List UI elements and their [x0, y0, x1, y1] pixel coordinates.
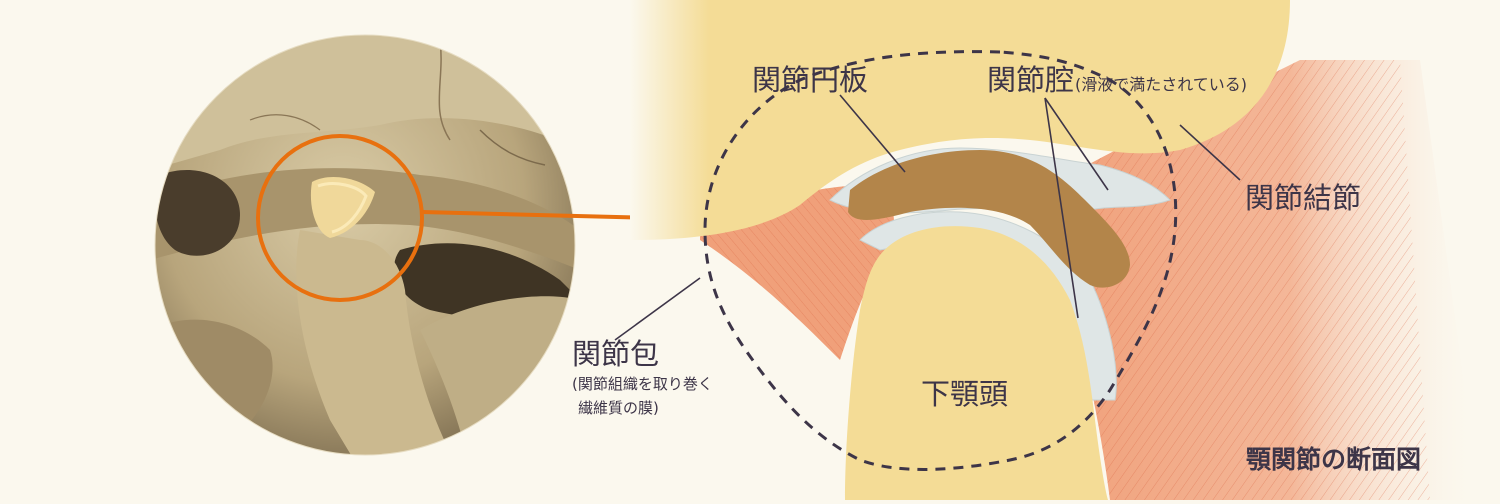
temporal-bone — [630, 0, 1290, 240]
focus-ring — [256, 134, 424, 302]
label-joint-capsule-note-2: 繊維質の膜) — [578, 399, 659, 417]
label-mandibular-condyle: 下顎頭 — [921, 377, 1009, 411]
pointer-arrow-line — [421, 210, 656, 220]
label-joint-capsule-note-1: (関節組織を取り巻く — [572, 375, 713, 393]
label-joint-cavity-note: (滑液で満たされている) — [1075, 75, 1248, 94]
label-articular-disc: 関節円板 — [752, 63, 869, 97]
leader-eminence — [1179, 124, 1241, 181]
joint-capsule — [703, 50, 1178, 471]
articular-disc — [848, 150, 1130, 288]
leader-cavity-lower — [1044, 97, 1079, 319]
leader-capsule — [614, 277, 701, 341]
leader-disc — [839, 94, 906, 173]
label-articular-eminence: 関節結節 — [1245, 181, 1362, 215]
leader-cavity-upper — [1044, 97, 1109, 191]
mandibular-condyle — [845, 226, 1108, 500]
diagram-caption: 顎関節の断面図 — [1246, 445, 1422, 474]
label-joint-capsule: 関節包 — [572, 337, 660, 371]
ligament-tissue — [700, 60, 1480, 500]
label-joint-cavity: 関節腔 — [987, 63, 1075, 97]
closeup-border — [154, 34, 576, 456]
skull-closeup — [155, 35, 575, 455]
